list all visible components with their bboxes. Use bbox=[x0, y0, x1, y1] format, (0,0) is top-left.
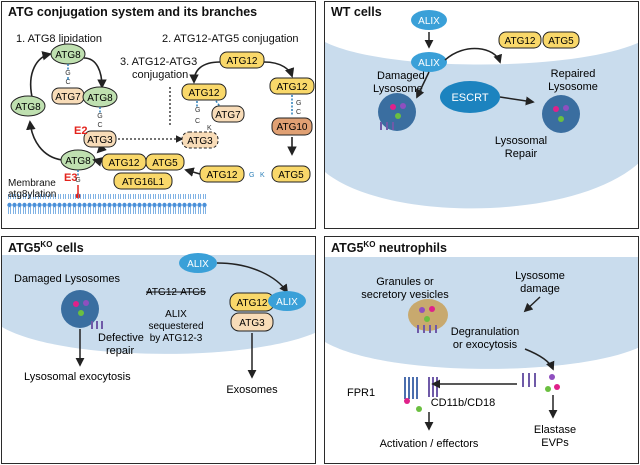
g-residue: G bbox=[249, 172, 254, 179]
atg3-node: ATG3 bbox=[239, 318, 265, 329]
panel-title: ATG conjugation system and its branches bbox=[8, 5, 258, 19]
cd11b-cd18-label: CD11b/CD18 bbox=[431, 397, 496, 409]
escrt-complex bbox=[440, 81, 500, 113]
step1-label: 1. ATG8 lipidation bbox=[16, 33, 102, 45]
atg10-node: ATG10 bbox=[277, 122, 308, 133]
k-residue: K bbox=[260, 172, 265, 179]
granules-label-2: secretory vesicles bbox=[361, 289, 449, 301]
exosomes-label: Exosomes bbox=[226, 384, 278, 396]
atg5ko-cells-diagram: Damaged Lysosomes Defective repair Lysos… bbox=[2, 253, 315, 396]
evps-label: EVPs bbox=[541, 437, 569, 449]
lysosome-damage-label-2: damage bbox=[520, 283, 560, 295]
atg12-final-node: ATG12 bbox=[207, 170, 238, 181]
membrane-bilayer bbox=[7, 194, 207, 214]
panel-title: ATG5KO neutrophils bbox=[331, 240, 447, 256]
g-residue: G bbox=[75, 177, 80, 184]
atg7-node: ATG7 bbox=[55, 92, 81, 103]
alix-bound-protein bbox=[411, 52, 447, 72]
defective-repair-label-2: repair bbox=[106, 345, 134, 357]
alix-bound-protein bbox=[268, 291, 306, 311]
damaged-lysosome bbox=[61, 290, 99, 328]
c-residue: C bbox=[97, 122, 102, 129]
lysosomal-repair-label-2: Repair bbox=[505, 148, 538, 160]
c-residue: C bbox=[296, 109, 301, 116]
atg3-node: ATG3 bbox=[87, 135, 113, 146]
damaged-lysosome-label-1: Damaged bbox=[377, 70, 425, 82]
panel-title: ATG5KO cells bbox=[8, 240, 84, 256]
g-residue: G bbox=[195, 107, 200, 114]
defective-repair-label-1: Defective bbox=[98, 332, 144, 344]
panel-wt-cells: ALIX ATG12 ATG5 Damaged Lysosome ALIX ES… bbox=[324, 1, 639, 229]
alix-free-protein bbox=[179, 253, 217, 273]
e2-label: E2 bbox=[74, 125, 87, 137]
neutrophils-diagram: Granules or secretory vesicles Lysosome … bbox=[325, 257, 638, 450]
escrt-label: ESCRT bbox=[451, 92, 488, 104]
atg8-free-node: ATG8 bbox=[15, 102, 41, 113]
alix-label: ALIX bbox=[418, 16, 440, 27]
damaged-lysosome-label-2: Lysosome bbox=[373, 83, 423, 95]
g-residue: G bbox=[97, 113, 102, 120]
activation-effectors-label: Activation / effectors bbox=[380, 438, 479, 450]
c-residue: C bbox=[195, 118, 200, 125]
g-residue: G bbox=[65, 70, 70, 77]
granule-vesicle bbox=[408, 299, 448, 331]
atg12-node: ATG12 bbox=[505, 36, 536, 47]
membrane-label-2: atg8ylation bbox=[8, 189, 56, 200]
atg8-lipidated-node: ATG8 bbox=[65, 156, 91, 167]
conjugation-diagram: 1. ATG8 lipidation 2. ATG12-ATG5 conjuga… bbox=[7, 33, 315, 214]
damaged-lysosome bbox=[378, 93, 416, 131]
panel-atg5ko-cells: Damaged Lysosomes Defective repair Lysos… bbox=[1, 236, 316, 464]
atg3-conj-node: ATG3 bbox=[187, 136, 213, 147]
atg16l1-node: ATG16L1 bbox=[122, 177, 164, 188]
panel-title: WT cells bbox=[331, 5, 382, 19]
alix-bound-label: ALIX bbox=[276, 297, 298, 308]
atg12-node: ATG12 bbox=[237, 298, 268, 309]
atg12-complex-node: ATG12 bbox=[109, 158, 140, 169]
atg12-e1-node: ATG12 bbox=[189, 88, 220, 99]
damaged-lysosomes-label: Damaged Lysosomes bbox=[14, 273, 120, 285]
degranulation-label-1: Degranulation bbox=[451, 326, 520, 338]
repaired-lysosome-label-2: Lysosome bbox=[548, 81, 598, 93]
g-residue: G bbox=[296, 100, 301, 107]
alix-label: ALIX bbox=[187, 259, 209, 270]
elastase-label: Elastase bbox=[534, 424, 576, 436]
cell-body bbox=[325, 257, 638, 369]
step3-label-2: conjugation bbox=[132, 69, 188, 81]
atg8-e2-node: ATG8 bbox=[87, 93, 113, 104]
granules-label-1: Granules or bbox=[376, 276, 434, 288]
k-residue: K bbox=[207, 125, 212, 132]
repaired-lysosome bbox=[542, 95, 580, 133]
panel-atg5ko-neutrophils: Granules or secretory vesicles Lysosome … bbox=[324, 236, 639, 464]
lysosome-damage-label-1: Lysosome bbox=[515, 270, 565, 282]
atg12-top-node: ATG12 bbox=[227, 56, 258, 67]
step3-label-1: 3. ATG12-ATG3 bbox=[120, 56, 197, 68]
atg8-node: ATG8 bbox=[55, 50, 81, 61]
step2-label: 2. ATG12-ATG5 conjugation bbox=[162, 33, 299, 45]
e3-label: E3 bbox=[64, 172, 77, 184]
sequestered-label-2: sequestered bbox=[148, 321, 203, 332]
repaired-lysosome-label-1: Repaired bbox=[551, 68, 596, 80]
lysosomal-repair-label-1: Lysosomal bbox=[495, 135, 547, 147]
fpr1-label: FPR1 bbox=[347, 387, 375, 399]
sequestered-label-1: ALIX bbox=[165, 309, 187, 320]
lysosomal-exocytosis-label: Lysosomal exocytosis bbox=[24, 371, 131, 383]
sequestered-label-3: by ATG12-3 bbox=[150, 333, 203, 344]
membrane-label-1: Membrane bbox=[8, 178, 56, 189]
atg7-right-node: ATG7 bbox=[215, 110, 241, 121]
cell-body bbox=[325, 42, 638, 209]
alix-bound-label: ALIX bbox=[418, 58, 440, 69]
atg12-e2-node: ATG12 bbox=[277, 82, 308, 93]
atg5-node: ATG5 bbox=[548, 36, 574, 47]
atg5-complex-node: ATG5 bbox=[152, 158, 178, 169]
atg5-final-node: ATG5 bbox=[278, 170, 304, 181]
alix-free-protein bbox=[411, 10, 447, 30]
panel-atg-conjugation: ATG conjugation system and its branches … bbox=[1, 1, 316, 229]
wt-cells-diagram: ALIX ATG12 ATG5 Damaged Lysosome ALIX ES… bbox=[325, 10, 638, 209]
degranulation-label-2: or exocytosis bbox=[453, 339, 518, 351]
c-residue: C bbox=[65, 79, 70, 86]
